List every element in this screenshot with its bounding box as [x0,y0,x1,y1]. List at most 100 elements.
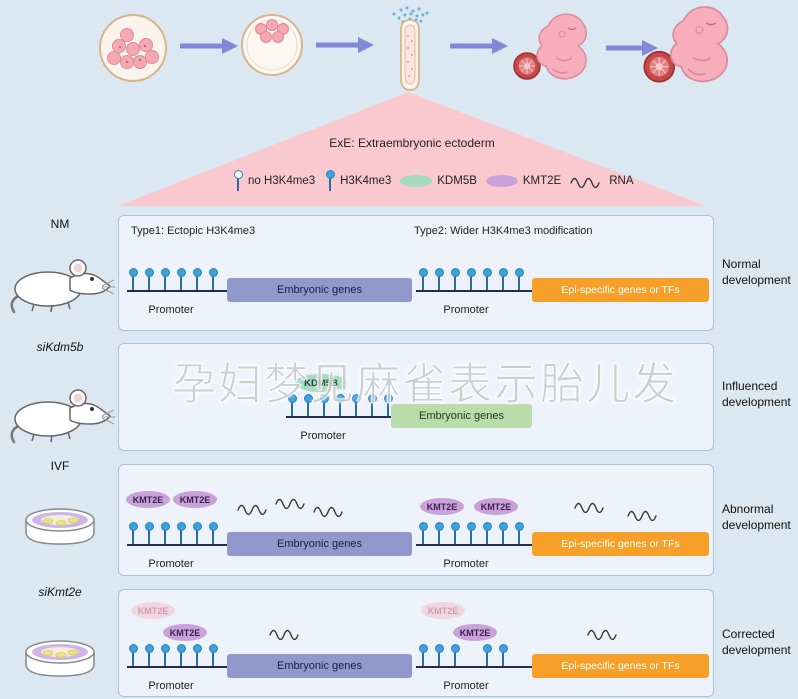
h3k4me3-lollipop [498,268,508,290]
promoter-label: Promoter [300,430,346,442]
h3k4me3-marks [287,394,405,416]
legend-item-no-h3k4me3: no H3K4me3 [232,169,315,193]
type2-label: Type2: Wider H3K4me3 modification [414,225,593,237]
panel-nm: Type1: Ectopic H3K4me3 Type2: Wider H3K4… [118,215,714,331]
egg-cylinder-icon [392,6,429,91]
zoom-triangle [118,92,706,206]
type1-label: Type1: Ectopic H3K4me3 [131,225,256,237]
kmt2e-oval-faded: KMT2E [131,602,175,619]
h3k4me3-lollipop [450,644,460,666]
h3k4me3-lollipop [514,522,524,544]
h3k4me3-lollipop [160,268,170,290]
h3k4me3-lollipop [176,522,186,544]
development-label-influenced: Influenced development [722,379,791,409]
h3k4me3-lollipop [144,522,154,544]
h3k4me3-marks [128,268,230,290]
row-label-nm: NM [50,217,70,231]
rna-icon [570,174,604,189]
late-fetus-icon [643,6,729,83]
rna-wave-icon [627,507,661,522]
mouse-icon [10,259,115,314]
h3k4me3-lollipop [418,644,428,666]
kmt2e-oval-faded: KMT2E [421,602,465,619]
promoter-label: Promoter [443,304,489,316]
h3k4me3-marks [418,522,536,544]
h3k4me3-lollipop [128,522,138,544]
kmt2e-oval: KMT2E [163,624,207,641]
petri-dish-icon [25,508,95,545]
h3k4me3-lollipop [418,268,428,290]
rna-wave-icon [237,501,271,516]
embryonic-genes-box: Embryonic genes [227,278,412,302]
epi-genes-box: Epi-specific genes or TFs [532,278,709,302]
development-label-corrected: Corrected development [722,627,791,657]
embryonic-genes-box: Embryonic genes [391,404,532,428]
h3k4me3-lollipop [450,522,460,544]
h3k4me3-lollipop [192,644,202,666]
h3k4me3-lollipop [482,644,492,666]
h3k4me3-lollipop [434,644,444,666]
legend-item-kdm5b: KDM5B [400,175,477,187]
epi-genes-box: Epi-specific genes or TFs [532,654,709,678]
h3k4me3-lollipop [514,268,524,290]
kdm5b-icon [400,175,433,187]
h3k4me3-lollipop [335,394,345,416]
flow-arrow-icons [180,37,658,56]
epi-genes-box: Epi-specific genes or TFs [532,532,709,556]
h3k4me3-lollipop [466,522,476,544]
h3k4me3-marks [128,644,230,666]
h3k4me3-lollipop [303,394,313,416]
row-label-ivf: IVF [50,459,70,473]
h3k4me3-lollipop [383,394,393,416]
kdm5b-oval: KDM5B [295,374,347,392]
embryonic-genes-box: Embryonic genes [227,532,412,556]
rna-wave-icon [587,626,621,641]
h3k4me3-lollipop [482,522,492,544]
kmt2e-oval: KMT2E [474,498,518,515]
h3k4me3-lollipop [176,268,186,290]
h3k4me3-lollipop [160,644,170,666]
kmt2e-oval: KMT2E [173,491,217,508]
kmt2e-oval: KMT2E [420,498,464,515]
h3k4me3-lollipop [144,644,154,666]
rna-wave-icon [313,503,347,518]
h3k4me3-lollipop [128,268,138,290]
rna-wave-icon [269,626,303,641]
h3k4me3-lollipop [176,644,186,666]
legend-label-no-h3k4me3: no H3K4me3 [248,175,316,187]
h3k4me3-lollipop [160,522,170,544]
h3k4me3-lollipop [367,394,377,416]
h3k4me3-lollipop [192,268,202,290]
promoter-label: Promoter [148,558,194,570]
petri-dish-icon [25,640,95,677]
early-fetus-icon [513,13,588,80]
h3k4me3-lollipop [418,522,428,544]
h3k4me3-lollipop [434,522,444,544]
exe-note: ExE: Extraembryonic ectoderm [329,136,495,150]
legend-label-kdm5b: KDM5B [437,175,477,187]
kmt2e-oval: KMT2E [126,491,170,508]
h3k4me3-lollipop [351,394,361,416]
h3k4me3-lollipop [482,268,492,290]
morula-icon [99,14,167,82]
embryonic-genes-box: Embryonic genes [227,654,412,678]
h3k4me3-lollipop [128,644,138,666]
h3k4me3-lollipop [319,394,329,416]
legend-label-kmt2e: KMT2E [522,175,562,187]
h3k4me3-lollipop [208,644,218,666]
h3k4me3-marks [418,644,536,666]
row-label-sikdm5b: siKdm5b [36,340,84,354]
legend-item-h3k4me3: H3K4me3 [324,169,391,193]
development-label-normal: Normal development [722,257,791,287]
h3k4me3-lollipop [434,268,444,290]
kmt2e-icon [485,175,518,187]
blastocyst-icon [241,14,303,76]
h3k4me3-marks [418,268,536,290]
h3k4me3-icon [324,169,335,193]
row-label-sikmt2e: siKmt2e [38,585,82,599]
panel-sikdm5b: KDM5B Embryonic genes Promoter [118,343,714,451]
h3k4me3-lollipop [192,522,202,544]
h3k4me3-lollipop [144,268,154,290]
legend: no H3K4me3 H3K4me3 KDM5B KMT2E RNA [232,169,634,193]
